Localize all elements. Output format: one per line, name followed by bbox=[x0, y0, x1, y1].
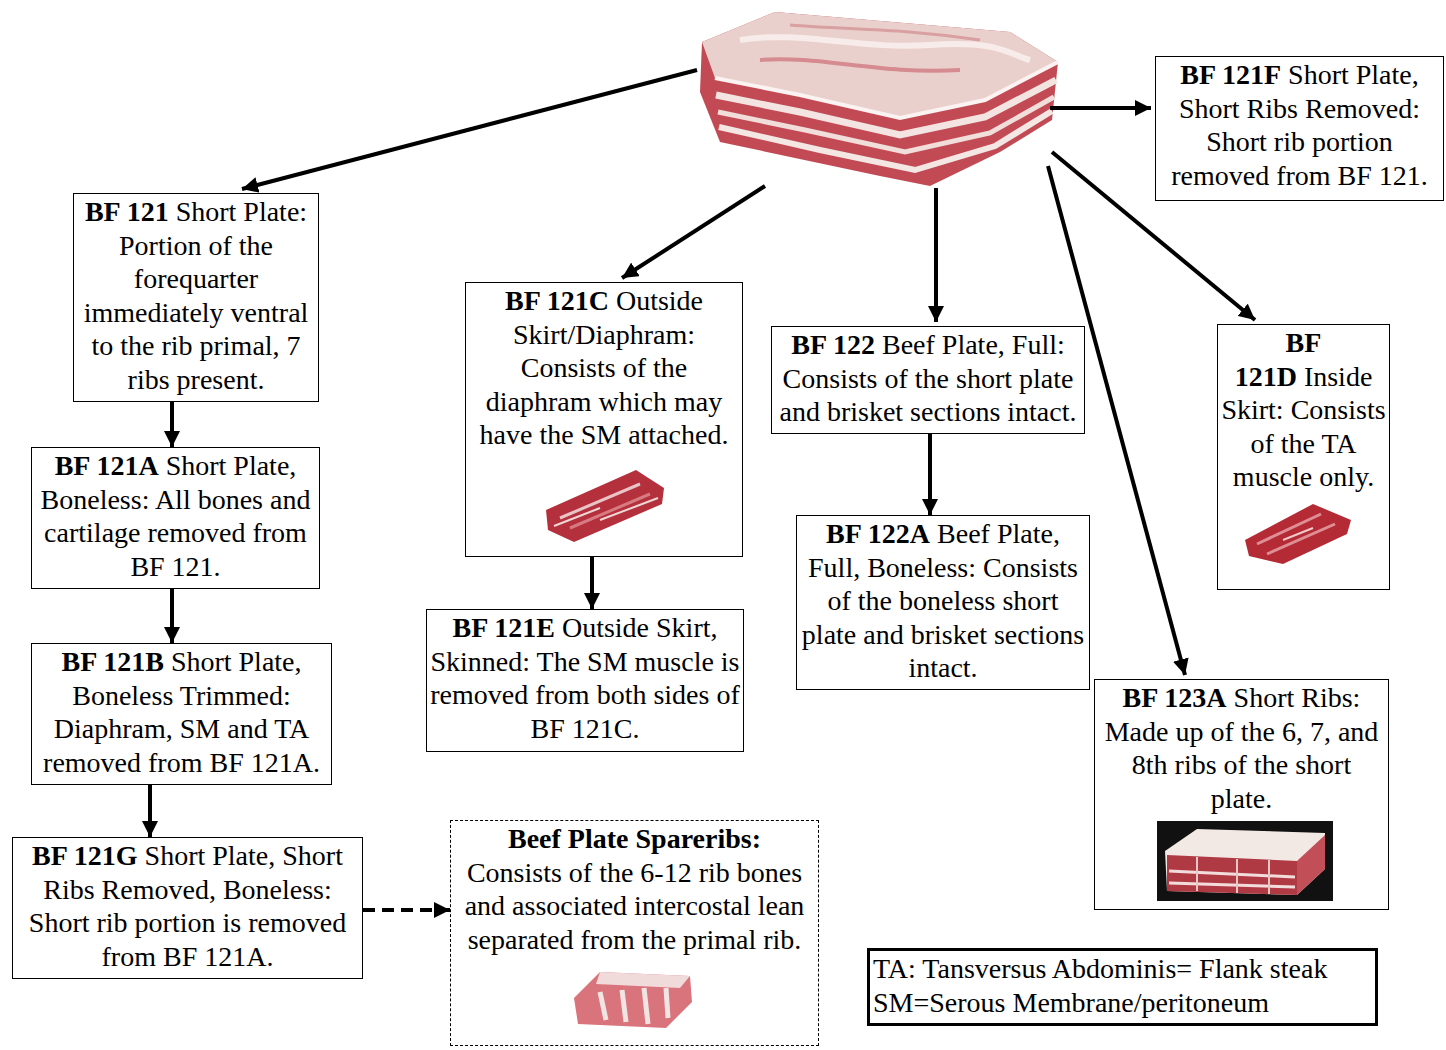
box-heading: BF 121A bbox=[55, 450, 159, 481]
process-box: BF 121COutside Skirt/Diaphram: Consists … bbox=[465, 282, 743, 557]
box-heading: Beef Plate Spareribs: bbox=[454, 822, 815, 856]
box-heading: BF 123A bbox=[1123, 682, 1227, 713]
box-heading: BF 121C bbox=[505, 285, 609, 316]
source-arrows bbox=[242, 70, 1255, 675]
source-arrow bbox=[622, 186, 765, 278]
source-arrow bbox=[934, 188, 938, 322]
source-arrow bbox=[242, 70, 697, 189]
text-block: BF 121GShort Plate, Short Ribs Removed, … bbox=[13, 838, 362, 974]
process-box: BF 121EOutside Skirt, Skinned: The SM mu… bbox=[426, 609, 744, 752]
skirt-photo bbox=[540, 458, 668, 546]
text-block: BF 121COutside Skirt/Diaphram: Consists … bbox=[466, 283, 742, 453]
text-block: BF 123AShort Ribs: Made up of the 6, 7, … bbox=[1095, 680, 1388, 816]
text-block: BF 121FShort Plate, Short Ribs Removed: … bbox=[1156, 57, 1443, 193]
flow-arrow bbox=[590, 557, 594, 609]
box-heading: BF 121F bbox=[1180, 59, 1281, 90]
dashed-arrow bbox=[363, 908, 450, 912]
box-heading: BF 121 bbox=[85, 196, 169, 227]
short-ribs-photo bbox=[1157, 821, 1333, 901]
box-heading: BF 122A bbox=[826, 518, 930, 549]
note-box: TA: Tansversus Abdominis= Flank steakSM=… bbox=[867, 948, 1378, 1026]
flow-arrow bbox=[148, 785, 152, 837]
flow-arrow bbox=[928, 434, 932, 515]
box-heading: BF 121E bbox=[453, 612, 555, 643]
text-block: BF 121EOutside Skirt, Skinned: The SM mu… bbox=[427, 610, 743, 746]
text-block: BF 121Short Plate: Portion of the forequ… bbox=[74, 194, 318, 398]
box-heading: BF 121B bbox=[61, 646, 163, 677]
note-text: SM=Serous Membrane/peritoneum bbox=[873, 986, 1372, 1020]
text-block: BF 121BShort Plate, Boneless Trimmed: Di… bbox=[32, 644, 331, 780]
flow-arrow bbox=[170, 402, 174, 447]
spareribs-photo bbox=[570, 962, 696, 1034]
process-box: BF 121Short Plate: Portion of the forequ… bbox=[73, 193, 319, 402]
text-block: BF 122ABeef Plate, Full, Boneless: Consi… bbox=[797, 516, 1089, 686]
process-box: BF 121FShort Plate, Short Ribs Removed: … bbox=[1155, 56, 1444, 201]
source-arrow bbox=[1050, 106, 1151, 110]
process-box: BF 121AShort Plate, Boneless: All bones … bbox=[31, 447, 320, 589]
note-text: TA: Tansversus Abdominis= Flank steak bbox=[873, 952, 1372, 986]
box-heading: BF 121G bbox=[32, 840, 138, 871]
process-box: BF 121GShort Plate, Short Ribs Removed, … bbox=[12, 837, 363, 979]
process-box: BF 122ABeef Plate, Full, Boneless: Consi… bbox=[796, 515, 1090, 690]
meat-slab bbox=[700, 12, 1058, 186]
box-heading: BF 122 bbox=[791, 329, 875, 360]
box-text: Consists of the 6-12 rib bones and assoc… bbox=[454, 856, 815, 957]
text-block: BF 121DInside Skirt: Consists of the TA … bbox=[1218, 325, 1389, 495]
text-block: BF 122Beef Plate, Full: Consists of the … bbox=[772, 327, 1084, 430]
process-box: BF 121BShort Plate, Boneless Trimmed: Di… bbox=[31, 643, 332, 785]
process-box: BF 121DInside Skirt: Consists of the TA … bbox=[1217, 324, 1390, 590]
process-box: BF 123AShort Ribs: Made up of the 6, 7, … bbox=[1094, 679, 1389, 910]
dashed-box: Beef Plate Spareribs:Consists of the 6-1… bbox=[450, 820, 819, 1046]
inside-skirt-photo bbox=[1243, 500, 1353, 566]
flow-arrow bbox=[170, 589, 174, 643]
process-box: BF 122Beef Plate, Full: Consists of the … bbox=[771, 326, 1085, 434]
text-block: BF 121AShort Plate, Boneless: All bones … bbox=[32, 448, 319, 584]
text-block: Beef Plate Spareribs:Consists of the 6-1… bbox=[451, 821, 818, 957]
text-block: TA: Tansversus Abdominis= Flank steakSM=… bbox=[870, 951, 1375, 1020]
